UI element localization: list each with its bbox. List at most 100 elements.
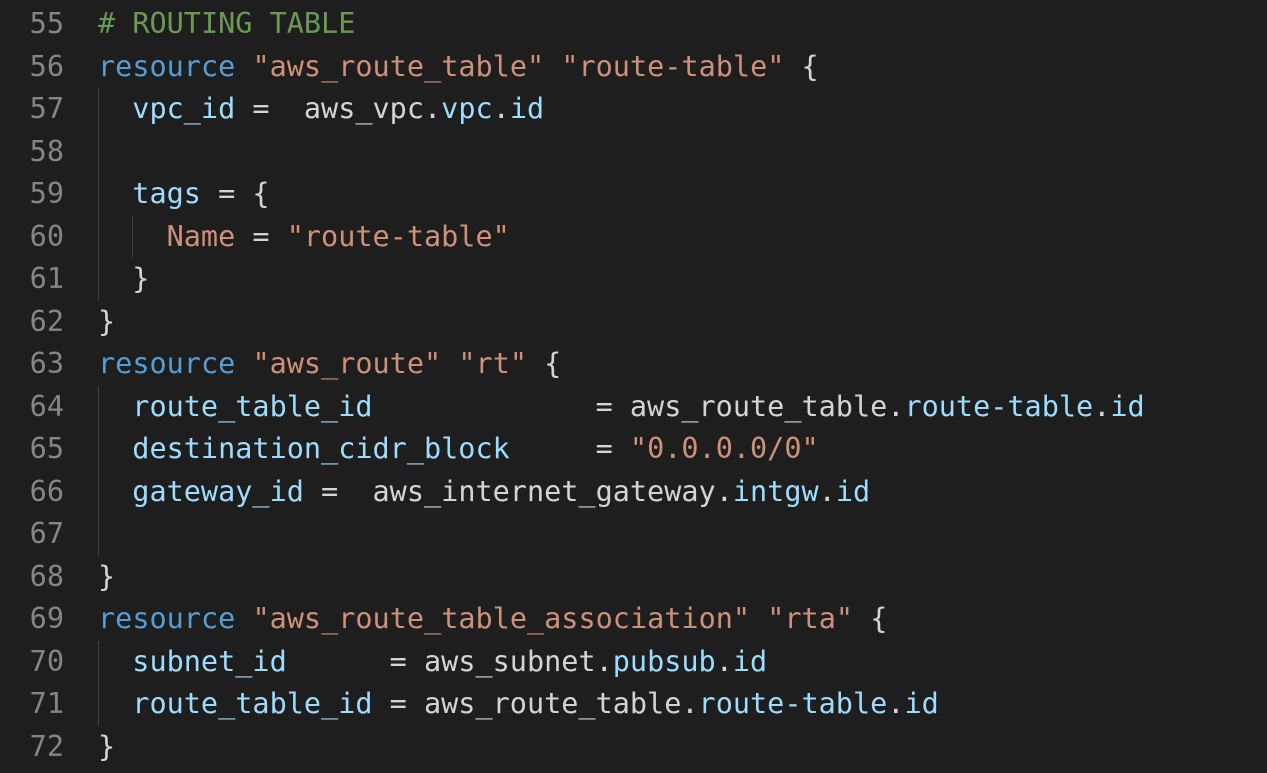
token-keyword: resource (98, 347, 236, 380)
token-prop: id (732, 644, 768, 678)
code-line[interactable]: 58 (0, 130, 1267, 173)
code-line[interactable]: 68} (0, 556, 1267, 599)
token-key: Name (166, 219, 236, 253)
indent-guide (98, 683, 99, 726)
token-plain: = (235, 219, 287, 253)
code-editor[interactable]: 55 # ROUTING TABLE 56 resource "aws_route_t… (0, 3, 1267, 768)
line-number: 64 (29, 389, 64, 423)
token-string: "aws_route_table" (252, 49, 545, 83)
code-line[interactable]: 62} (0, 301, 1267, 344)
token-attr: gateway_id (132, 474, 304, 508)
code-line[interactable]: 69 resource "aws_route_table_association"… (0, 598, 1267, 641)
token-plain: . (818, 474, 836, 508)
code-text: # ROUTING TABLE (98, 3, 355, 46)
token-plain: } (98, 304, 116, 338)
code-text: resource "aws_route_table" "route-table"… (98, 46, 819, 89)
code-text: subnet_id = aws_subnet.pubsub.id (132, 641, 767, 684)
token-plain: = aws_subnet. (286, 644, 613, 678)
line-number: 56 (29, 49, 64, 83)
token-plain: = aws_route_table. (372, 687, 699, 720)
token-string: "0.0.0.0/0" (629, 432, 819, 465)
code-text: } (98, 556, 115, 599)
code-text: resource "aws_route_table_association" "… (98, 598, 887, 641)
code-text: vpc_id = aws_vpc.vpc.id (132, 88, 544, 131)
token-plain (441, 347, 458, 380)
code-line[interactable]: 55 # ROUTING TABLE (0, 3, 1267, 46)
token-plain (544, 50, 561, 83)
token-plain: } (132, 262, 150, 295)
code-line[interactable]: 64 route_table_id = aws_route_table.route… (0, 385, 1267, 429)
token-plain: } (98, 729, 116, 763)
code-text: destination_cidr_block = "0.0.0.0/0" (132, 428, 818, 471)
indent-guide (98, 385, 99, 428)
token-string: "rt" (458, 347, 528, 380)
token-plain: } (98, 559, 116, 593)
token-prop: id (509, 92, 545, 125)
code-text: route_table_id = aws_route_table.route-t… (132, 683, 938, 726)
code-line[interactable]: 71 route_table_id = aws_route_table.route… (0, 683, 1267, 726)
indent-guide (98, 470, 99, 513)
code-line[interactable]: 67 (0, 513, 1267, 556)
token-string: "rta" (767, 602, 854, 635)
code-line[interactable]: 60 Name = "route-table" (0, 215, 1267, 258)
token-plain: . (715, 644, 733, 678)
token-plain: = (509, 432, 630, 465)
token-string: "route-table" (286, 219, 510, 253)
line-number: 69 (29, 602, 64, 635)
token-plain: . (492, 92, 510, 125)
indent-guide (132, 215, 134, 258)
line-number: 67 (29, 517, 64, 550)
code-line[interactable]: 70 subnet_id = aws_subnet.pubsub.id (0, 640, 1267, 684)
token-plain (750, 602, 767, 635)
line-number: 61 (29, 262, 64, 295)
code-text: gateway_id = aws_internet_gateway.intgw.… (132, 471, 870, 514)
token-prop: id (1110, 389, 1145, 423)
line-number: 70 (29, 644, 64, 678)
indent-guide (98, 428, 99, 471)
indent-guide (98, 258, 99, 301)
line-number: 55 (29, 7, 64, 40)
token-plain: { (527, 347, 562, 380)
code-text: route_table_id = aws_route_table.route-t… (132, 386, 1144, 429)
token-plain (235, 50, 252, 83)
token-comment: # ROUTING TABLE (98, 7, 356, 40)
token-attr: route_table_id (132, 687, 373, 720)
line-number: 68 (29, 559, 64, 593)
token-plain: = { (200, 177, 270, 210)
token-plain: { (853, 602, 888, 635)
token-string: "route-table" (561, 49, 785, 83)
code-line[interactable]: 61} (0, 258, 1267, 301)
token-keyword: resource (98, 602, 236, 635)
token-plain: = aws_route_table. (372, 389, 905, 423)
token-plain: = aws_internet_gateway. (303, 474, 733, 508)
line-number: 60 (29, 219, 64, 253)
code-line[interactable]: 56 resource "aws_route_table" "route-tabl… (0, 46, 1267, 89)
line-number: 62 (29, 304, 64, 338)
token-attr: subnet_id (132, 644, 287, 678)
token-plain: { (784, 49, 819, 83)
token-attr: vpc_id (132, 92, 236, 125)
line-number: 72 (29, 729, 64, 763)
token-string: "aws_route_table_association" (252, 602, 751, 635)
token-prop: route-table (904, 389, 1094, 423)
token-prop: id (904, 687, 939, 720)
indent-guide (98, 215, 99, 258)
token-prop: route-table (698, 687, 888, 720)
code-text: tags = { (132, 173, 269, 216)
token-attr: tags (132, 177, 201, 210)
code-line[interactable]: 72} (0, 726, 1267, 769)
indent-guide (98, 130, 99, 173)
code-text: } (98, 301, 115, 344)
token-plain: . (887, 687, 905, 720)
token-plain (235, 602, 252, 635)
token-plain (235, 347, 252, 380)
line-number: 58 (29, 134, 64, 168)
token-attr: route_table_id (132, 389, 373, 423)
line-number: 71 (29, 687, 64, 720)
code-text: resource "aws_route" "rt" { (98, 343, 561, 386)
